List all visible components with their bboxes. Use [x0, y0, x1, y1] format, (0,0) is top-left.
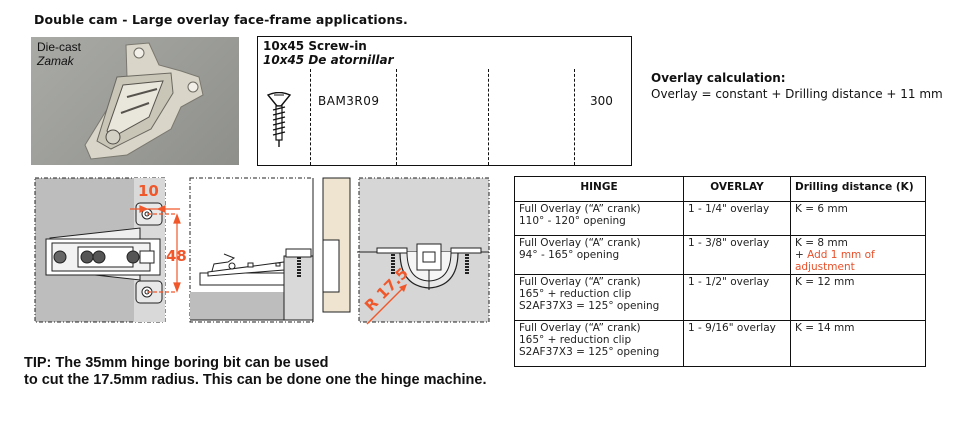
table-header-row: HINGE OVERLAY Drilling distance (K) — [514, 176, 926, 202]
drilling-cell: K = 12 mm — [790, 274, 926, 321]
hinge-clip: 165° + reduction clip — [519, 288, 632, 300]
overlay-cell: 1 - 1/4" overlay — [683, 201, 791, 236]
page-title: Double cam - Large overlay face-frame ap… — [34, 12, 408, 27]
hinge-cell: Full Overlay (“A” crank)165° + reduction… — [514, 274, 684, 321]
table-row: Full Overlay (“A” crank)94° - 165° openi… — [514, 235, 926, 275]
drilling-cell: K = 8 mm+ Add 1 mm of adjustment — [790, 235, 926, 275]
tip-line-2: to cut the 17.5mm radius. This can be do… — [24, 372, 487, 388]
overlay-calculation-formula: Overlay = constant + Drilling distance +… — [651, 87, 943, 101]
column-header-overlay: OVERLAY — [683, 176, 791, 202]
column-divider — [488, 69, 489, 165]
screw-info-box: 10x45 Screw-in 10x45 De atornillar BAM3R… — [257, 36, 632, 166]
hinge-opening: S2AF37X3 = 125° opening — [519, 346, 660, 358]
hinge-opening: 94° - 165° opening — [519, 249, 620, 261]
screw-heading-es: 10x45 De atornillar — [263, 53, 394, 67]
tip-line-1: TIP: The 35mm hinge boring bit can be us… — [24, 355, 329, 371]
top-view-drawing: 10 48 — [34, 177, 187, 323]
technical-drawings: 10 48 R 17.5 — [34, 177, 490, 325]
hinge-type: Full Overlay (“A” crank) — [519, 203, 641, 215]
adjustment-note-text: Add 1 mm of adjustment — [795, 249, 875, 273]
radius-view-drawing: R 17.5 — [357, 177, 490, 325]
overlay-cell: 1 - 3/8" overlay — [683, 235, 791, 275]
table-row: Full Overlay (“A” crank)110° - 120° open… — [514, 201, 926, 236]
column-divider — [310, 69, 311, 165]
package-quantity: 300 — [590, 94, 613, 108]
part-number: BAM3R09 — [318, 94, 380, 108]
dimension-10-marker — [130, 205, 181, 293]
material-process: Die-cast — [37, 40, 82, 54]
overlay-cell: 1 - 9/16" overlay — [683, 320, 791, 367]
dimension-10-label: 10 — [138, 182, 159, 200]
adjustment-note: + Add 1 mm of adjustment — [795, 249, 875, 273]
hinge-type: Full Overlay (“A” crank) — [519, 276, 641, 288]
dimension-48-label: 48 — [166, 247, 187, 265]
hinge-spec-table: HINGE OVERLAY Drilling distance (K) Full… — [514, 176, 926, 367]
table-row: Full Overlay (“A” crank)165° + reduction… — [514, 320, 926, 367]
hinge-opening: 110° - 120° opening — [519, 215, 626, 227]
side-view-drawing — [189, 177, 351, 323]
column-divider — [574, 69, 575, 165]
hinge-type: Full Overlay (“A” crank) — [519, 237, 641, 249]
hinge-clip: 165° + reduction clip — [519, 334, 632, 346]
hinge-cell: Full Overlay (“A” crank)165° + reduction… — [514, 320, 684, 367]
column-header-drilling: Drilling distance (K) — [790, 176, 926, 202]
material-label: Die-cast Zamak — [37, 40, 81, 68]
column-header-hinge: HINGE — [514, 176, 684, 202]
drilling-cell: K = 14 mm — [790, 320, 926, 367]
hinge-opening: S2AF37X3 = 125° opening — [519, 300, 660, 312]
screw-heading-en: 10x45 Screw-in — [263, 39, 367, 53]
overlay-cell: 1 - 1/2" overlay — [683, 274, 791, 321]
table-row: Full Overlay (“A” crank)165° + reduction… — [514, 274, 926, 321]
drilling-value: K = 8 mm — [795, 237, 848, 249]
screw-icon — [266, 92, 292, 147]
column-divider — [396, 69, 397, 165]
drilling-cell: K = 6 mm — [790, 201, 926, 236]
hinge-cell: Full Overlay (“A” crank)94° - 165° openi… — [514, 235, 684, 275]
hinge-type: Full Overlay (“A” crank) — [519, 322, 641, 334]
hinge-cell: Full Overlay (“A” crank)110° - 120° open… — [514, 201, 684, 236]
mounting-plate-photo: Die-cast Zamak — [31, 37, 239, 165]
overlay-calculation-heading: Overlay calculation: — [651, 71, 786, 85]
material-name: Zamak — [37, 54, 74, 68]
tip-text: TIP: The 35mm hinge boring bit can be us… — [24, 355, 486, 389]
mounting-plate-image — [84, 42, 204, 160]
